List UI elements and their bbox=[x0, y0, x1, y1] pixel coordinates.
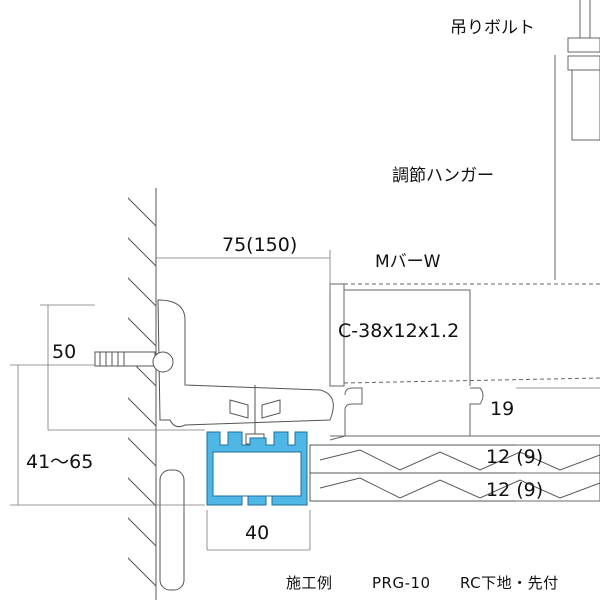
dim-40: 40 bbox=[245, 522, 270, 544]
wall-finish bbox=[157, 299, 334, 591]
m-bar bbox=[329, 283, 600, 441]
label-channel: C-38x12x1.2 bbox=[338, 320, 460, 342]
hanging-bolt bbox=[554, 0, 600, 280]
caption-model: PRG-10 bbox=[372, 574, 431, 592]
label-adjust-hanger: 調節ハンガー bbox=[392, 166, 494, 186]
rc-wall bbox=[128, 188, 157, 600]
dim-19: 19 bbox=[490, 398, 515, 420]
anchor-bolt bbox=[94, 351, 174, 373]
dim-75-150: 75(150) bbox=[222, 234, 298, 256]
dim-50: 50 bbox=[52, 341, 77, 363]
prg-profile bbox=[206, 431, 308, 506]
caption-example: 施工例 bbox=[286, 574, 333, 592]
dim-12-lower: 12 (9) bbox=[486, 479, 544, 501]
dim-41-65: 41～65 bbox=[26, 451, 94, 473]
label-m-bar: MバーW bbox=[375, 252, 441, 272]
caption-condition: RC下地・先付 bbox=[460, 574, 559, 592]
dimension-lines bbox=[10, 250, 600, 551]
wall-hatch bbox=[128, 197, 156, 587]
ceiling-boards bbox=[309, 444, 600, 502]
wing-nut bbox=[229, 385, 281, 445]
label-hanging-bolt: 吊りボルト bbox=[450, 18, 535, 38]
dim-12-upper: 12 (9) bbox=[486, 446, 544, 468]
board-pattern bbox=[319, 449, 600, 499]
